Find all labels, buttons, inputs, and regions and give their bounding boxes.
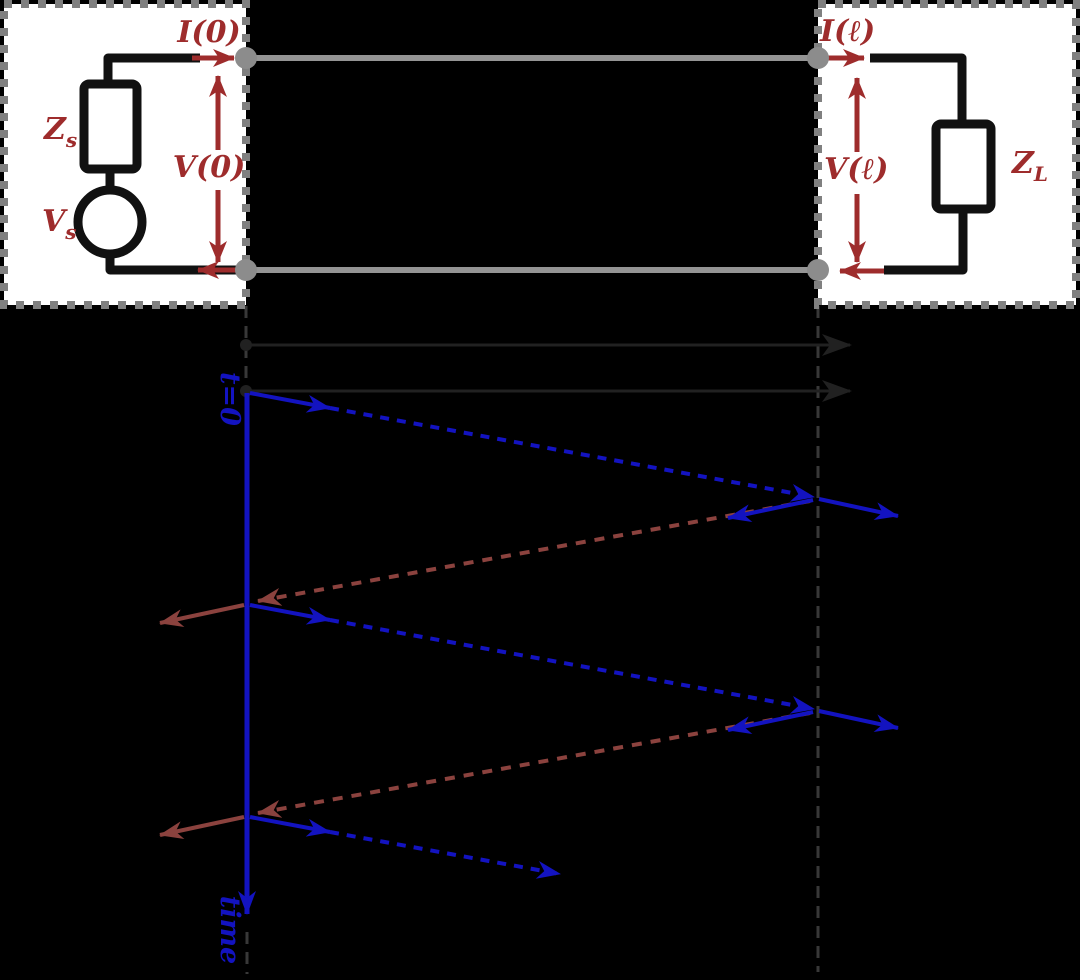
time-zero-label: t=0 — [214, 372, 245, 426]
current-Il-label: I(ℓ) — [819, 14, 875, 49]
source-circuit: I(0) V(0) Zs Vs — [0, 0, 250, 309]
voltage-source-label-main: V — [42, 204, 68, 239]
wave3-forward-dashed-arrow — [329, 830, 561, 879]
load-impedance-label-sub: L — [1033, 162, 1048, 186]
current-I0-label: I(0) — [176, 15, 240, 50]
time-axis-label: time — [214, 896, 245, 964]
wave1-past-source-arrow — [159, 603, 245, 627]
wave1-reflection-start-arrow — [727, 498, 814, 523]
voltage-V0-label: V(0) — [173, 150, 246, 185]
source-impedance-resistor — [79, 79, 142, 174]
wave3-forward-solid-arrow — [249, 815, 331, 837]
load-circuit: I(ℓ) V(ℓ) ZL — [814, 0, 1080, 309]
voltage-source-label: Vs — [42, 204, 77, 244]
wave2-forward-dashed-arrow — [329, 618, 815, 714]
distance-axis-origin-dot-top — [240, 339, 252, 351]
voltage-source-label-sub: s — [64, 220, 76, 244]
transmission-line — [235, 47, 829, 281]
wave1-reflected-dashed-arrow — [257, 499, 811, 606]
wave1-forward-dashed-arrow — [329, 406, 815, 502]
terminal-source-bottom — [235, 259, 257, 281]
wave2-forward-solid-arrow — [249, 603, 331, 625]
source-impedance-label-sub: s — [65, 128, 77, 152]
wave1-forward-solid-arrow — [249, 391, 331, 413]
load-impedance-resistor — [931, 119, 996, 214]
source-impedance-label: Zs — [43, 112, 77, 152]
wave2-past-source-arrow — [159, 815, 245, 839]
terminal-load-top — [807, 47, 829, 69]
source-impedance-label-main: Z — [43, 112, 67, 147]
wave2-reflected-dashed-arrow — [257, 711, 811, 818]
distance-axes — [240, 334, 852, 402]
position-guides — [244, 306, 820, 974]
voltage-Vl-label: V(ℓ) — [824, 152, 888, 187]
terminal-source-top — [235, 47, 257, 69]
wave2-transmitted-arrow — [818, 709, 899, 732]
bounce-diagram: t=0 time — [159, 372, 899, 964]
load-bottom-wire — [884, 209, 968, 275]
source-top-wire — [103, 53, 200, 86]
wave1-transmitted-arrow — [818, 497, 899, 520]
voltage-source-circle — [73, 185, 147, 259]
terminal-load-bottom — [807, 259, 829, 281]
load-impedance-label-main: Z — [1011, 146, 1035, 181]
load-top-wire — [870, 53, 967, 126]
load-impedance-label: ZL — [1011, 146, 1048, 186]
wave2-reflection-start-arrow — [727, 710, 814, 735]
